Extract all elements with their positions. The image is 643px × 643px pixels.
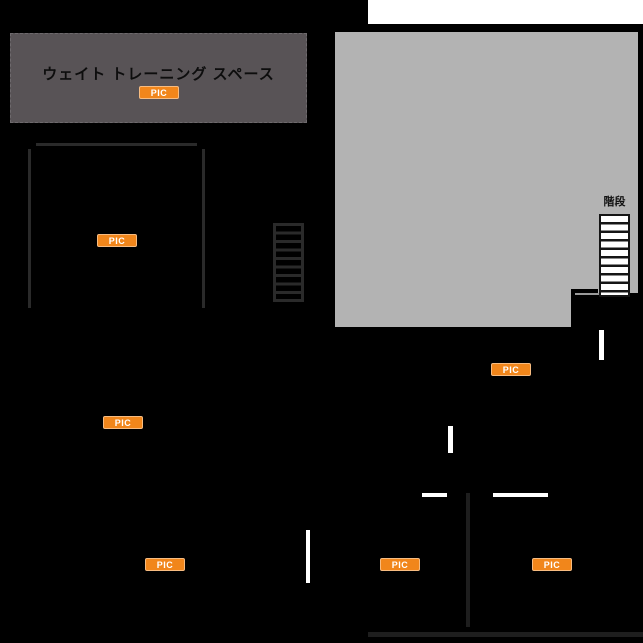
ladder-outline-icon <box>273 223 304 302</box>
divider-vertical-dark <box>466 493 470 627</box>
gray-notch-left <box>571 289 598 327</box>
pic-badge[interactable]: PIC <box>145 558 185 571</box>
gray-notch-right <box>598 293 638 327</box>
pic-badge[interactable]: PIC <box>139 86 179 99</box>
room-wall-top <box>36 143 197 146</box>
pic-badge[interactable]: PIC <box>103 416 143 429</box>
wall-vertical-left <box>306 530 310 583</box>
gray-step-line <box>575 293 600 295</box>
room-wall-left <box>28 149 31 308</box>
wall-horizontal-a <box>422 493 447 497</box>
pic-badge[interactable]: PIC <box>97 234 137 247</box>
wall-horizontal-b <box>493 493 548 497</box>
weight-training-label: ウェイト トレーニング スペース <box>42 65 275 83</box>
stairs-label: 階段 <box>603 196 626 208</box>
pic-badge[interactable]: PIC <box>532 558 572 571</box>
pic-badge[interactable]: PIC <box>380 558 420 571</box>
top-white-strip <box>368 0 643 24</box>
pic-badge[interactable]: PIC <box>491 363 531 376</box>
stairs-icon <box>599 214 630 297</box>
wall-vertical-mid <box>448 426 453 453</box>
stairs-exit-wall <box>599 330 604 360</box>
divider-horizontal-dark <box>368 632 643 637</box>
gray-area <box>335 32 638 327</box>
weight-training-area: ウェイト トレーニング スペース <box>10 33 307 123</box>
room-wall-right <box>202 149 205 308</box>
